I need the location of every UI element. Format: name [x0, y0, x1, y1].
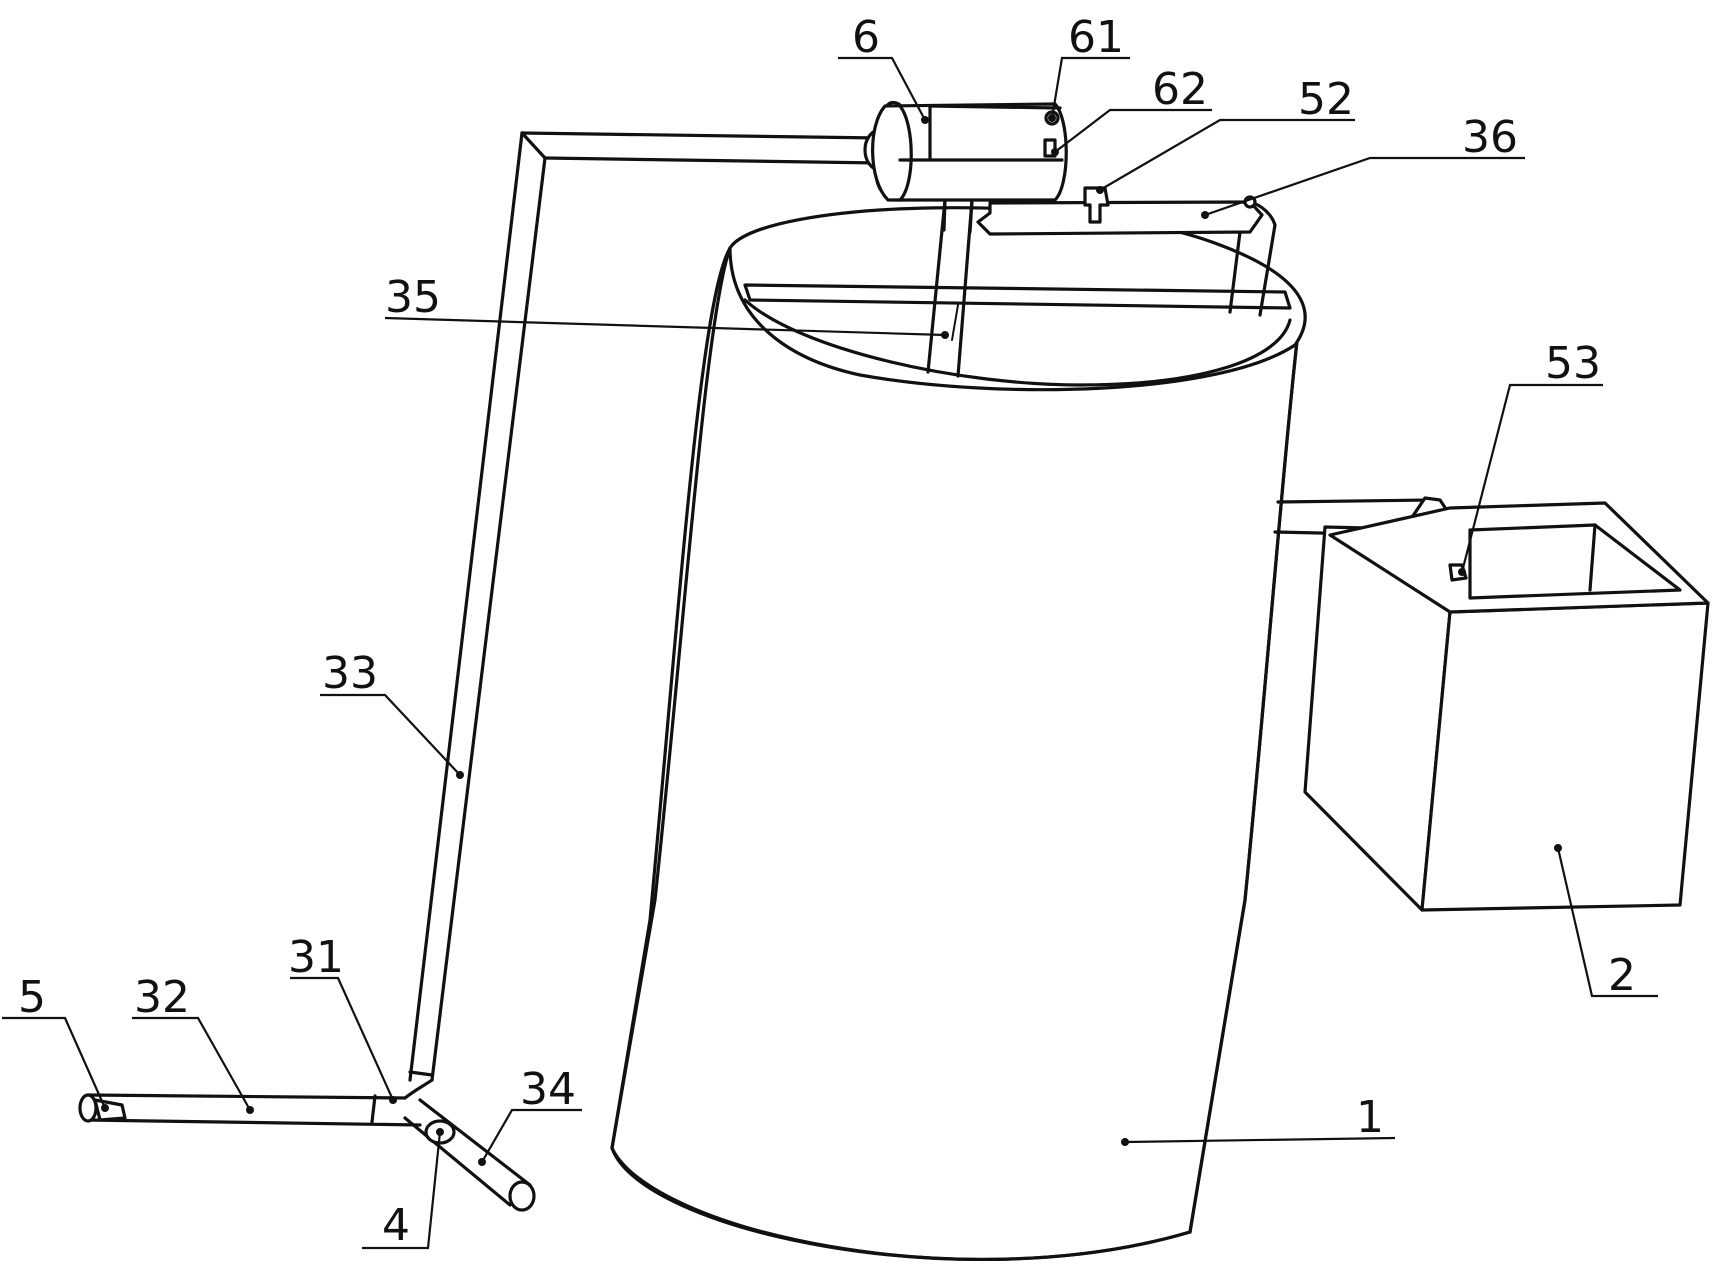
box-inner-rim [1468, 523, 1682, 600]
leader-6-dot [921, 116, 929, 124]
pipe-34-top [418, 1098, 532, 1187]
box-front-face [1420, 601, 1710, 912]
label-53: 53 [1545, 338, 1601, 389]
inner-pipe-35-mark [951, 304, 959, 341]
leader-35-dot [941, 331, 949, 339]
pump-band-top [928, 104, 1062, 110]
leader-34-dot [478, 1158, 486, 1166]
leader-62 [1054, 108, 1212, 153]
label-6: 6 [852, 12, 880, 63]
pipe-32-end [78, 1093, 98, 1123]
tank-bottom-edge [610, 1146, 1192, 1261]
leader-5 [2, 1016, 107, 1109]
label-34: 34 [520, 1064, 576, 1115]
tank-inner-rim [743, 298, 1292, 387]
tank-left-edge [610, 246, 732, 1150]
pipe-33-top-outer [520, 131, 882, 140]
label-61: 61 [1068, 12, 1124, 63]
leader-31-dot [389, 1096, 397, 1104]
pump [863, 100, 1068, 234]
leader-36-dot [1201, 211, 1209, 219]
leader-52 [1099, 118, 1355, 191]
leader-32-dot [246, 1106, 254, 1114]
leader-53-dot [1458, 568, 1466, 576]
leader-33 [320, 693, 461, 776]
label-52: 52 [1298, 74, 1354, 125]
leader-53 [1460, 383, 1603, 573]
tee-31 [370, 1094, 377, 1124]
pipe-33 [408, 131, 882, 1082]
label-33: 33 [322, 648, 378, 699]
tank-right-edge [1188, 313, 1302, 1234]
tank-body [610, 246, 1302, 1261]
reference-labels: 1 2 31 32 33 34 35 36 4 5 52 53 6 61 62 [18, 12, 1636, 1251]
pipe-34-bottom [403, 1116, 512, 1207]
leader-1-dot [1121, 1138, 1129, 1146]
leader-lines [2, 56, 1658, 1250]
side-pipe-top [1276, 498, 1432, 504]
pipe-33-inner [430, 156, 547, 1082]
pipe-36-body [976, 200, 1264, 236]
leader-52-dot [1096, 186, 1104, 194]
collection-box [1303, 501, 1710, 912]
pipe-32-bottom [86, 1118, 422, 1127]
label-35: 35 [385, 272, 441, 323]
label-62: 62 [1152, 64, 1208, 115]
valve-52-body [1083, 186, 1110, 224]
pump-leg-right [968, 198, 974, 234]
label-31: 31 [288, 932, 344, 983]
pump-front-face [898, 104, 913, 202]
box-top-rim [1328, 501, 1710, 614]
leader-61 [1050, 56, 1130, 119]
leader-5-dot [101, 1104, 109, 1112]
leader-1 [1124, 1136, 1396, 1144]
pipe-34-end [508, 1180, 536, 1212]
box-inner-back [1588, 523, 1597, 592]
label-32: 32 [134, 972, 190, 1023]
label-2: 2 [1608, 950, 1636, 1001]
leader-35 [384, 316, 946, 337]
leader-4-dot [436, 1128, 444, 1136]
leader-33-dot [456, 771, 464, 779]
pipe-36-elbow-inner [1228, 230, 1242, 314]
tank-lid-bar [743, 283, 1292, 310]
leader-4 [362, 1131, 442, 1250]
pump-housing [871, 102, 1068, 202]
tank [610, 198, 1307, 1261]
leader-62-dot [1051, 148, 1059, 156]
label-1: 1 [1356, 1092, 1384, 1143]
label-4: 4 [382, 1200, 410, 1251]
pipe-36 [976, 186, 1277, 317]
leader-61-dot [1048, 114, 1056, 122]
label-36: 36 [1462, 112, 1518, 163]
pipe-33-top-inner [543, 156, 882, 165]
leader-2-dot [1554, 844, 1562, 852]
leader-2 [1556, 847, 1658, 998]
pipe-33-outer [408, 131, 524, 1082]
inner-pipe-35-left [926, 198, 947, 374]
pipe-33-corner [520, 131, 547, 160]
pipe-33-coupler [408, 1070, 434, 1077]
leader-36 [1204, 156, 1525, 217]
leader-34 [481, 1108, 582, 1163]
tee-31-joint [403, 1078, 434, 1100]
leader-6 [838, 56, 926, 121]
valve-5-body [93, 1098, 127, 1122]
label-5: 5 [18, 972, 46, 1023]
pipe-32-top [86, 1093, 407, 1100]
leader-32 [132, 1016, 251, 1111]
bottom-pipes [78, 1078, 536, 1212]
pump-leg-left [942, 198, 947, 232]
leader-31 [290, 976, 395, 1101]
